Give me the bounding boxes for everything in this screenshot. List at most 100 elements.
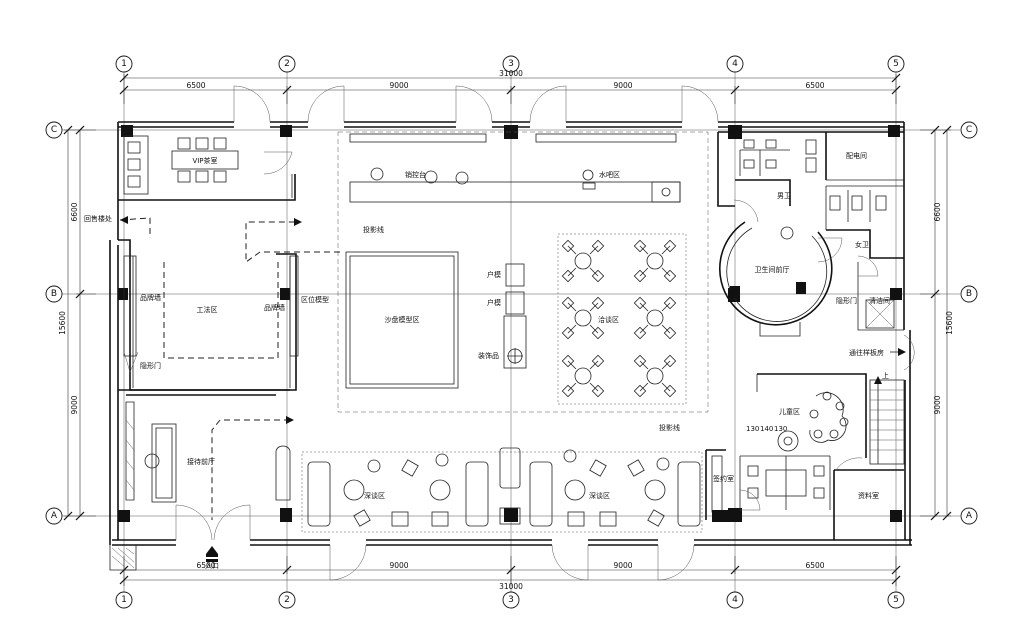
label-deep-talk-2: 深谈区 <box>589 491 610 500</box>
label-archive: 资料室 <box>858 491 879 500</box>
dim-bottom-3: 9000 <box>613 561 632 570</box>
outer-door-swings <box>175 85 719 581</box>
label-projection-bottom: 投影线 <box>659 423 680 432</box>
vip-tea-room <box>118 135 296 201</box>
label-female-wc: 女卫 <box>855 240 869 249</box>
wc-block <box>717 131 904 331</box>
label-hidden-door-right: 隐形门 <box>836 296 857 305</box>
label-clean-room: 清洁间 <box>869 296 890 305</box>
label-electrical: 配电间 <box>846 151 867 160</box>
sales-counter <box>349 133 681 203</box>
dim-bottom-total: 31000 <box>499 582 523 591</box>
svg-text:2: 2 <box>284 595 290 605</box>
dim-left-total: 15600 <box>58 311 67 335</box>
grid-bubble-top-1: 1 <box>115 55 133 73</box>
label-decor: 装饰品 <box>478 351 499 360</box>
dim-left-2: 9000 <box>70 395 79 414</box>
svg-text:4: 4 <box>732 595 738 605</box>
dim-right-total: 15600 <box>945 311 954 335</box>
craft-zone-walls <box>118 239 299 396</box>
dim-top-3: 9000 <box>613 81 632 90</box>
stair <box>869 376 905 465</box>
label-brand-wall-right: 品牌墙 <box>264 303 285 312</box>
svg-text:1: 1 <box>121 595 127 605</box>
label-signing: 签约室 <box>713 474 734 483</box>
dim-top-4: 6500 <box>805 81 824 90</box>
label-zone-model: 区位模型 <box>301 295 329 304</box>
label-return-building: 回售楼处 <box>84 214 112 223</box>
archive-room <box>833 457 904 540</box>
label-projection-top: 投影线 <box>363 225 384 234</box>
svg-text:4: 4 <box>732 59 738 69</box>
grid-bubble-top-5: 5 <box>887 55 905 73</box>
label-kids: 儿童区 <box>779 407 800 416</box>
label-deep-talk-1: 深谈区 <box>364 491 385 500</box>
grid-bubble-left-a: A <box>45 507 63 525</box>
label-wc-lobby: 卫生间前厅 <box>755 265 790 274</box>
arrowheads <box>120 216 302 424</box>
dim-small-3: 130 <box>774 425 787 433</box>
grid-bubble-right-c: C <box>960 121 978 139</box>
label-brand-wall-left: 品牌墙 <box>140 293 161 302</box>
circulation-paths <box>119 217 340 520</box>
label-water-bar: 水吧区 <box>599 170 620 179</box>
grid-bubble-right-b: B <box>960 285 978 303</box>
dimension-lines <box>64 74 951 586</box>
label-hidden-door-left: 隐形门 <box>140 361 161 370</box>
dim-right-1: 6600 <box>933 202 942 221</box>
label-craft-zone: 工法区 <box>197 305 218 314</box>
label-stair-up: 上 <box>882 371 889 380</box>
dim-bottom-1: 6500 <box>196 561 215 570</box>
dim-small-2: 140 <box>760 425 773 433</box>
dim-right-2: 9000 <box>933 395 942 414</box>
svg-text:5: 5 <box>893 595 899 605</box>
grid-bubble-bottom-4: 4 <box>726 591 744 609</box>
svg-text:C: C <box>966 125 972 135</box>
structural-columns <box>118 125 902 522</box>
dimension-ticks <box>63 73 952 585</box>
label-sand-table: 沙盘模型区 <box>385 315 420 324</box>
dim-small-1: 130 <box>746 425 759 433</box>
dim-left-1: 6600 <box>70 202 79 221</box>
label-sales-counter: 销控台 <box>405 170 426 179</box>
label-reception: 接待前厅 <box>187 457 215 466</box>
grid-bubble-left-c: C <box>45 121 63 139</box>
to-sample-room-arrow <box>890 334 915 371</box>
dim-top-1: 6500 <box>186 81 205 90</box>
svg-text:B: B <box>51 289 57 299</box>
svg-text:C: C <box>51 125 57 135</box>
label-entrance: 入口 <box>205 562 219 570</box>
svg-text:2: 2 <box>284 59 290 69</box>
grid-bubble-right-a: A <box>960 507 978 525</box>
svg-text:3: 3 <box>508 59 514 69</box>
svg-text:1: 1 <box>121 59 127 69</box>
svg-text:3: 3 <box>508 595 514 605</box>
sand-table <box>345 251 459 389</box>
grid-bubble-top-2: 2 <box>278 55 296 73</box>
svg-text:A: A <box>966 511 973 521</box>
reception-area <box>125 401 291 503</box>
label-male-wc: 男卫 <box>777 192 791 200</box>
grid-bubble-left-b: B <box>45 285 63 303</box>
svg-text:5: 5 <box>893 59 899 69</box>
signing-room <box>705 449 831 522</box>
label-unit-a: 户模 <box>487 270 501 279</box>
label-to-sample-room: 通往样板房 <box>849 348 884 357</box>
dim-top-total: 31000 <box>499 69 523 78</box>
grid-bubble-bottom-5: 5 <box>887 591 905 609</box>
dim-bottom-2: 9000 <box>389 561 408 570</box>
entrance-marker <box>206 546 218 562</box>
unit-models <box>503 263 527 369</box>
projection-lines <box>337 131 709 413</box>
deep-talk-zone <box>301 447 703 533</box>
label-vip-tea: VIP茶室 <box>192 156 217 165</box>
svg-text:A: A <box>51 511 58 521</box>
label-unit-b: 户模 <box>487 298 501 307</box>
grid-bubble-bottom-3: 3 <box>502 591 520 609</box>
svg-text:B: B <box>966 289 972 299</box>
kids-zone <box>756 373 867 458</box>
dim-top-2: 9000 <box>389 81 408 90</box>
negotiation-zone <box>557 233 687 405</box>
grid-bubble-top-4: 4 <box>726 55 744 73</box>
